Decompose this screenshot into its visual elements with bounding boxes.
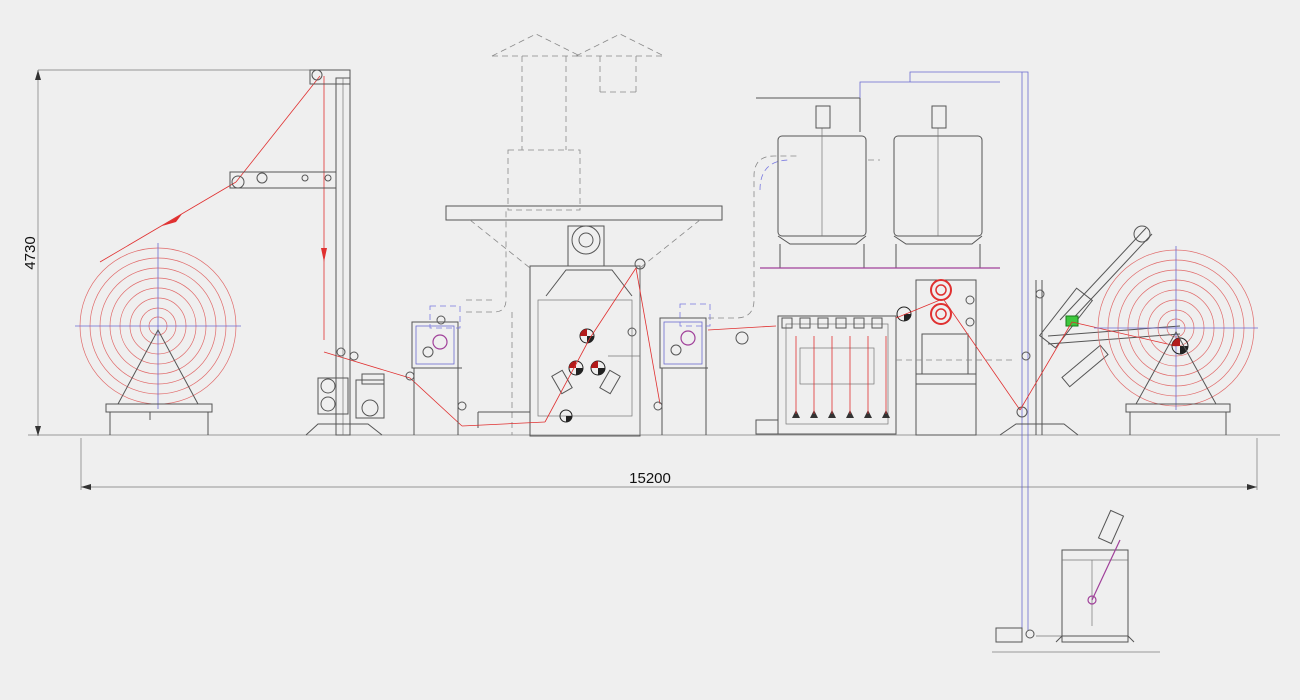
accumulator-tower [229,69,385,436]
rewind-reel [1094,246,1258,435]
unwind-reel [75,243,241,435]
height-dimension: 4730 [22,69,310,436]
width-dimension-label: 15200 [629,470,671,487]
width-dimension: 15200 [80,438,1258,490]
padder-unit-1 [405,305,467,435]
web-path-left [99,75,463,427]
padder-unit-2 [653,155,800,435]
squeeze-mangle [895,279,1021,436]
wash-box [707,315,897,435]
mixing-tank [992,509,1160,653]
chemical-tanks [756,71,1029,630]
dryer-chamber [445,33,723,437]
height-dimension-label: 4730 [22,236,39,269]
